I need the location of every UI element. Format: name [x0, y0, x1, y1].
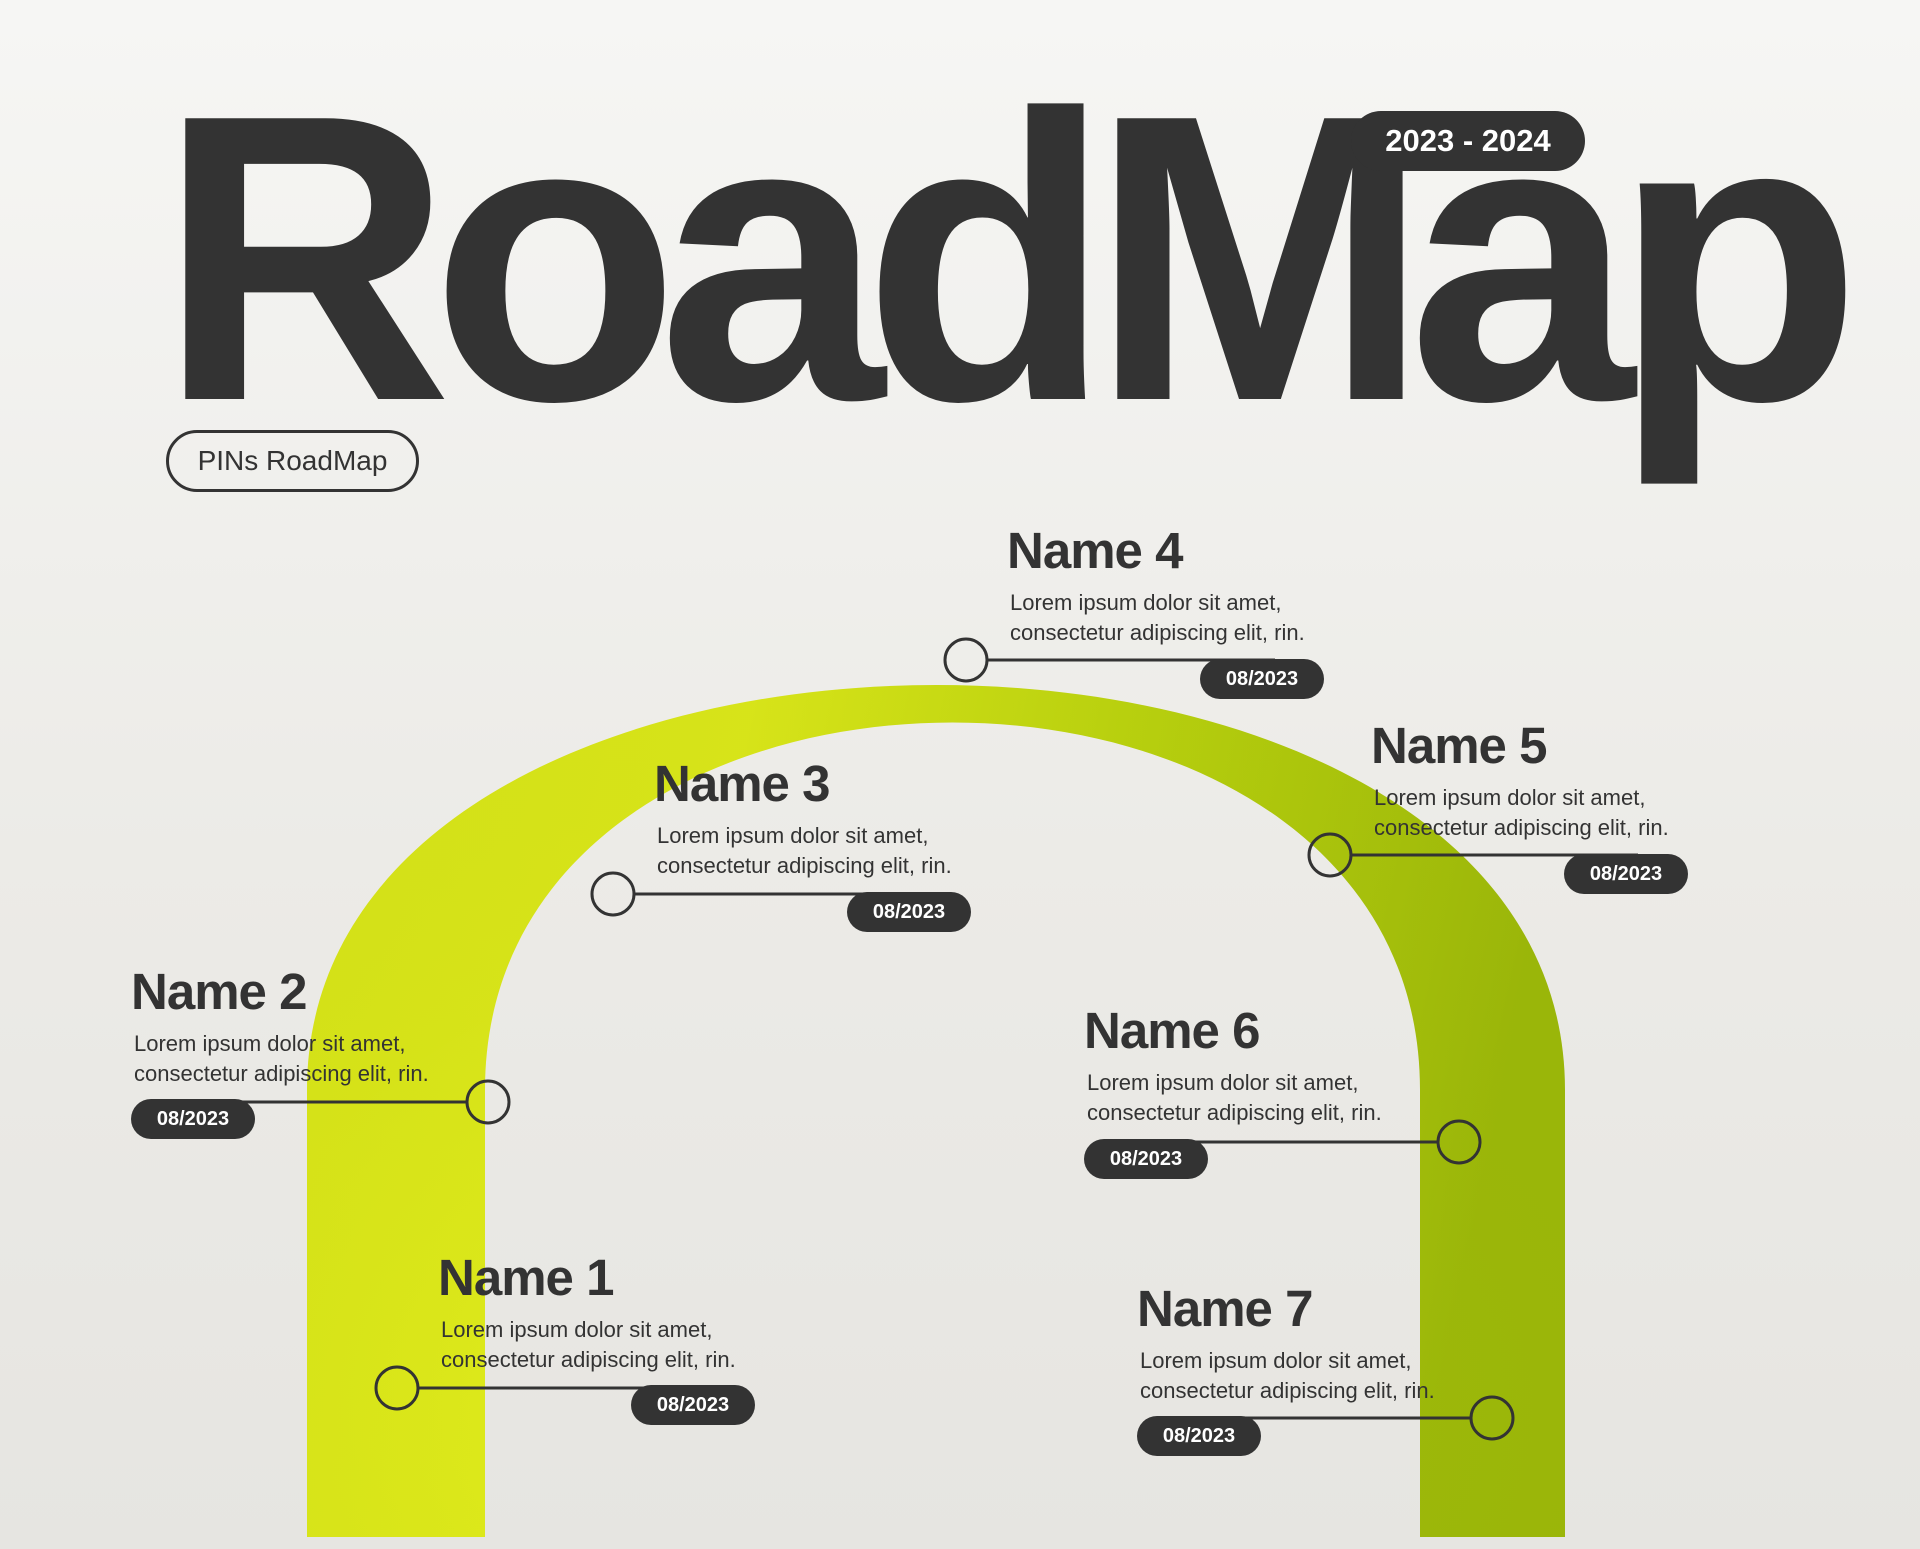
- milestone-7-pin-icon: [1469, 1395, 1515, 1441]
- milestone-description-line: Lorem ipsum dolor sit amet,: [1374, 785, 1646, 810]
- milestone-4-pin-icon: [943, 637, 989, 683]
- milestone-name: Name 3: [654, 755, 830, 812]
- milestone-5: Name 5 Lorem ipsum dolor sit amet, conse…: [1371, 720, 1811, 843]
- milestone-7-date-badge: 08/2023: [1137, 1416, 1261, 1456]
- milestone-3-pin-icon: [590, 871, 636, 917]
- milestone-2-date-badge: 08/2023: [131, 1099, 255, 1139]
- milestone-name: Name 5: [1371, 717, 1547, 774]
- milestone-name: Name 7: [1137, 1280, 1313, 1337]
- milestone-description: Lorem ipsum dolor sit amet, consectetur …: [1374, 783, 1811, 843]
- subtitle-badge: PINs RoadMap: [166, 430, 419, 492]
- milestone-description-line: Lorem ipsum dolor sit amet,: [1140, 1348, 1412, 1373]
- milestone-name: Name 1: [438, 1249, 614, 1306]
- milestone-6: Name 6 Lorem ipsum dolor sit amet, conse…: [1084, 1005, 1524, 1128]
- milestone-name: Name 6: [1084, 1002, 1260, 1059]
- milestone-description: Lorem ipsum dolor sit amet, consectetur …: [1140, 1346, 1577, 1406]
- milestone-description-line: Lorem ipsum dolor sit amet,: [134, 1031, 406, 1056]
- milestone-description: Lorem ipsum dolor sit amet, consectetur …: [1010, 588, 1447, 648]
- milestone-description-line: consectetur adipiscing elit, rin.: [1374, 815, 1669, 840]
- milestone-description-line: consectetur adipiscing elit, rin.: [1087, 1100, 1382, 1125]
- milestone-description: Lorem ipsum dolor sit amet, consectetur …: [657, 821, 1094, 881]
- milestone-description: Lorem ipsum dolor sit amet, consectetur …: [134, 1029, 571, 1089]
- milestone-2-pin-icon: [465, 1079, 511, 1125]
- page-title: RoadMap: [158, 31, 1862, 486]
- milestone-4-date-badge: 08/2023: [1200, 659, 1324, 699]
- milestone-name: Name 2: [131, 963, 307, 1020]
- milestone-3: Name 3 Lorem ipsum dolor sit amet, conse…: [654, 758, 1094, 881]
- milestone-1-pin-icon: [374, 1365, 420, 1411]
- milestone-2: Name 2 Lorem ipsum dolor sit amet, conse…: [131, 966, 571, 1089]
- milestone-6-pin-icon: [1436, 1119, 1482, 1165]
- milestone-description: Lorem ipsum dolor sit amet, consectetur …: [441, 1315, 878, 1375]
- year-range-badge: 2023 - 2024: [1351, 111, 1585, 171]
- milestone-description-line: consectetur adipiscing elit, rin.: [441, 1347, 736, 1372]
- milestone-7: Name 7 Lorem ipsum dolor sit amet, conse…: [1137, 1283, 1577, 1406]
- arch-shading: [307, 685, 1565, 1537]
- milestone-1-date-badge: 08/2023: [631, 1385, 755, 1425]
- milestone-1: Name 1 Lorem ipsum dolor sit amet, conse…: [438, 1252, 878, 1375]
- milestone-5-pin-icon: [1307, 832, 1353, 878]
- milestone-4: Name 4 Lorem ipsum dolor sit amet, conse…: [1007, 525, 1447, 648]
- milestone-3-date-badge: 08/2023: [847, 892, 971, 932]
- milestone-5-date-badge: 08/2023: [1564, 854, 1688, 894]
- milestone-description-line: consectetur adipiscing elit, rin.: [657, 853, 952, 878]
- milestone-description-line: Lorem ipsum dolor sit amet,: [1087, 1070, 1359, 1095]
- milestone-6-date-badge: 08/2023: [1084, 1139, 1208, 1179]
- milestone-description-line: consectetur adipiscing elit, rin.: [134, 1061, 429, 1086]
- milestone-name: Name 4: [1007, 522, 1183, 579]
- milestone-description-line: Lorem ipsum dolor sit amet,: [441, 1317, 713, 1342]
- milestone-description-line: Lorem ipsum dolor sit amet,: [657, 823, 929, 848]
- milestone-description: Lorem ipsum dolor sit amet, consectetur …: [1087, 1068, 1524, 1128]
- milestone-description-line: Lorem ipsum dolor sit amet,: [1010, 590, 1282, 615]
- milestone-description-line: consectetur adipiscing elit, rin.: [1010, 620, 1305, 645]
- milestone-description-line: consectetur adipiscing elit, rin.: [1140, 1378, 1435, 1403]
